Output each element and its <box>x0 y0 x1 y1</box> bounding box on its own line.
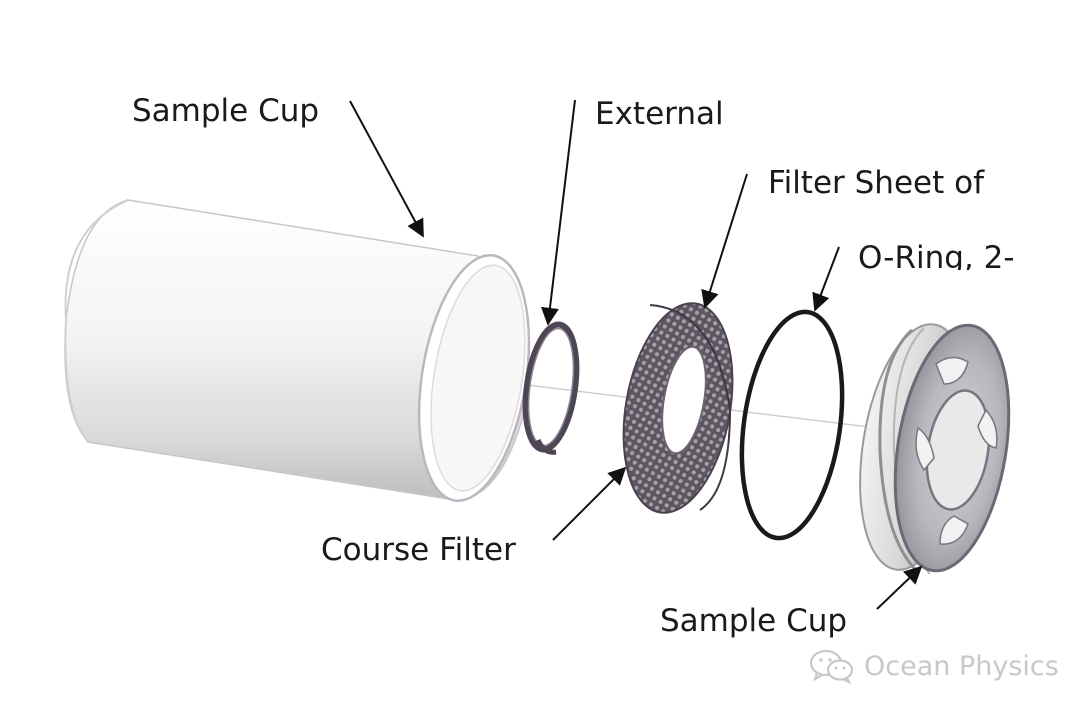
leader-filter-sheet <box>701 173 748 309</box>
label-o-ring: O-Ring, 2- <box>858 243 1015 270</box>
label-filter-sheet: Filter Sheet of <box>768 165 984 201</box>
label-external: External <box>595 96 724 132</box>
leader-o-ring <box>812 246 840 312</box>
watermark: Ocean Physics <box>808 648 1059 684</box>
label-sample-cup-top: Sample Cup <box>132 93 320 129</box>
external-retaining-ring <box>522 321 580 455</box>
leader-course-filter <box>552 466 627 541</box>
coarse-filter-disc <box>622 302 734 514</box>
watermark-text: Ocean Physics <box>864 650 1059 682</box>
leader-sample-cup-bottom <box>876 565 923 610</box>
label-course-filter: Course Filter <box>321 532 516 568</box>
sample-cup-end-cap <box>859 323 1011 575</box>
leader-external <box>541 99 576 326</box>
sample-cup-tube <box>64 199 531 502</box>
wechat-icon <box>809 649 854 684</box>
leader-sample-cup-top <box>349 100 424 238</box>
o-ring <box>739 309 845 541</box>
label-sample-cup-bottom: Sample Cup <box>660 603 848 639</box>
